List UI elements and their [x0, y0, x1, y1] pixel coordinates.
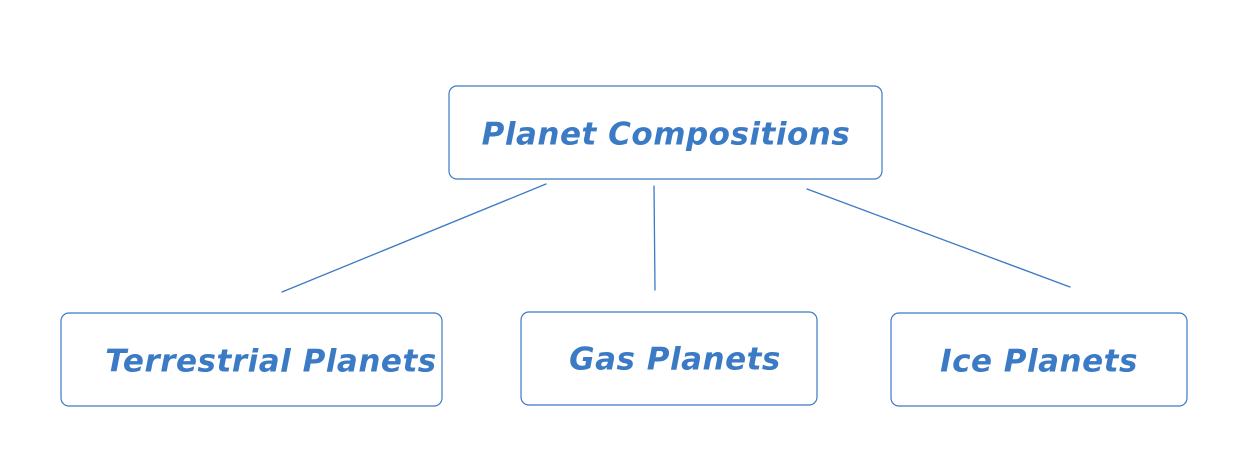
node-box-root	[448, 85, 883, 180]
connector-root-to-gas	[653, 185, 656, 291]
node-planet-compositions[interactable]: Planet Compositions	[448, 85, 883, 180]
node-label-terrestrial: Terrestrial Planets	[105, 344, 436, 380]
node-box-ice	[890, 312, 1188, 407]
node-terrestrial-planets[interactable]: Terrestrial Planets	[60, 312, 443, 407]
node-gas-planets[interactable]: Gas Planets	[520, 311, 818, 406]
node-label-gas: Gas Planets	[569, 342, 781, 378]
connector-root-to-ice	[806, 188, 1071, 288]
node-ice-planets[interactable]: Ice Planets	[890, 312, 1188, 407]
node-box-gas	[520, 311, 818, 406]
node-box-terrestrial	[60, 312, 443, 407]
node-label-root: Planet Compositions	[482, 117, 851, 153]
connector-root-to-terrestrial	[281, 183, 547, 293]
node-label-ice: Ice Planets	[940, 344, 1138, 380]
